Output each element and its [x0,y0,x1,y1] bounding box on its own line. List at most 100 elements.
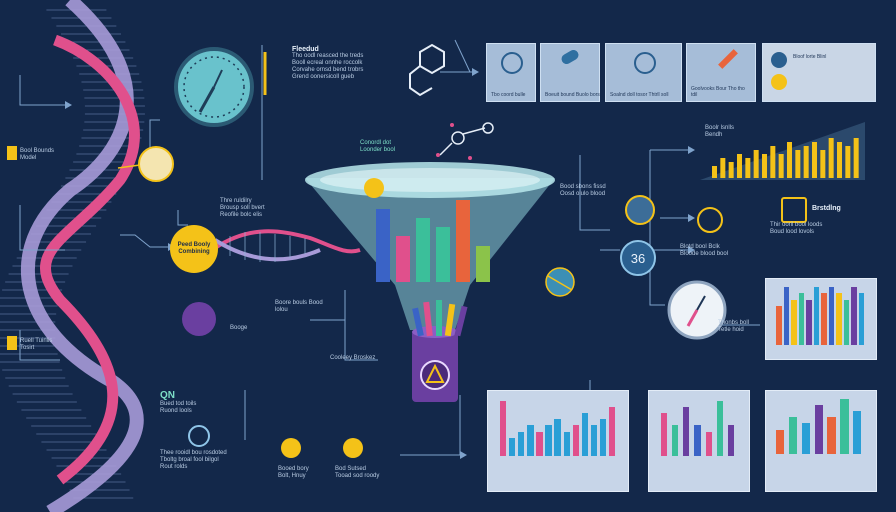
chart-bar [801,423,811,454]
chart-bar [806,299,812,345]
yellow-dot-funnel [364,178,384,198]
yellow-badge-main: Peed Booly Combining [170,225,218,273]
funnel-bar-group [376,200,496,282]
chart-bar [827,417,836,454]
trend-bar [753,150,759,178]
number-circle: 36 [620,240,656,276]
top-note-line: Tho oodl reasced the treds [292,53,364,59]
chart-bar [814,405,823,454]
chart-bar [416,218,430,282]
purple-icon [182,302,216,336]
chart-bar [853,411,862,454]
bottom-caption-1: Booed bory Bolt, Hnuy [278,466,309,480]
dna-horizontal-lilac [213,238,321,262]
top-note-line: Booll ecreal onnhe roccolk [292,60,363,66]
caption-line: Booed bory [278,466,309,472]
note-line: Thonbs boll [718,320,750,326]
trend-bar [720,158,726,178]
qn-line: Bued tod toils [160,401,197,407]
trend-bar [795,150,801,178]
chart-bar [683,407,690,456]
trend-bar [778,154,784,178]
top-note-title: Fleedud [292,46,319,53]
bottom-caption-2: Bod Sutsed Tooad sod roody [335,466,379,480]
note-line: Brousp soll bvert [220,205,265,211]
chart-bar [545,425,552,456]
left-label-bottom: Ruell Tuirllis Tosirt [20,338,53,351]
trend-bar [837,142,842,178]
card-caption: Tbo coord bulle [491,92,526,98]
icon-card-2: Boeuit bound Buolo bors [540,43,600,102]
chart-bar [791,299,797,345]
qn-device-icon [188,425,210,447]
qn-block: QN Bued tod toils Ruond lools [160,390,196,415]
chart-bar [672,425,679,456]
gear-badge-icon [625,195,655,225]
trend-bar [737,154,742,178]
card-caption: Boeuit bound Buolo bors [545,92,600,98]
qn-label: QN [160,390,175,401]
number-circle-value: 36 [630,250,646,266]
trend-bars [712,138,859,178]
chart-bar [828,287,835,345]
person-icon [771,52,787,68]
trend-bar [728,162,734,178]
chart-bar [608,407,616,456]
bottom-panel-1-bars [500,401,618,456]
chart-bar [581,413,589,456]
left-pin-bottom [7,336,17,350]
right-panel-bars [776,287,866,345]
chart-bar [788,417,798,454]
chart-bar [476,245,490,282]
top-note-line: Corvahe ornsd bend trobrs [292,67,364,73]
bottom-panel-3 [765,390,877,492]
yellow-dot-bottom-1 [281,438,301,458]
chart-bar [509,437,516,456]
note-line: Rout rolds [160,464,188,470]
note-line: Thre ruldilry [220,198,252,204]
icon-card-5: Bloof lorte Blinl [762,43,876,102]
syringe-icon [718,49,738,69]
trend-bar [828,138,834,178]
chart-bar [843,299,850,345]
globe-icon [545,267,575,297]
trend-bar [853,138,859,178]
funnel-title: Conordl dot Loonder bool [360,140,395,154]
note-line: Bloode blood bool [680,251,729,257]
note-line: Tetle hoid [718,327,744,333]
chart-bar [694,425,701,456]
note-line: Bood sbons fissd [560,184,606,190]
chart-bar [599,419,607,456]
reading-title: Brstdlng [812,205,841,212]
note-line: Reofile bolc elis [220,212,263,218]
left-pin-top [7,146,17,160]
top-note: Fleedud Tho oodl reasced the treds Booll… [292,46,363,81]
hand-icon [697,207,723,233]
note-line: Blotd bool Bclk [680,244,720,250]
note-line: Thir ooril bool loods [770,222,823,228]
reading-block: Brstdlng Thir ooril bool loods Boud lood… [770,205,841,236]
chart-bar [836,293,842,345]
chart-bar [590,425,598,456]
chart-bar [536,431,543,456]
card-caption: Bloof lorte Blinl [793,54,827,60]
icon-card-4: Goolvooks Bour Tho tho tdil [686,43,756,102]
chart-bar [554,419,561,456]
funnel-title-line: Conordl dot [360,140,392,146]
dna-horizontal-pink [213,229,361,254]
trend-bar [803,146,809,178]
note-line: Thee rooidl bou rosdoted [160,450,227,456]
caption-line: Tooad sod roody [335,473,380,479]
top-note-line: Grend oonersicoll gueb [292,74,355,80]
lab-icon [501,52,523,74]
bar-area-title: Boolr lsnlls Bendh [705,125,735,138]
stack-card-note: Bood sbons fissd Oosd olulo blood [560,184,606,198]
chart-bar [527,425,534,456]
trend-bar [812,142,817,178]
chart-bar [518,431,525,456]
chart-bar [798,293,805,345]
bottom-left-note: Thee rooidl bou rosdoted Tboltg broal fo… [160,450,227,471]
qn-line: Ruond lools [160,408,192,414]
trend-bar [845,146,851,178]
